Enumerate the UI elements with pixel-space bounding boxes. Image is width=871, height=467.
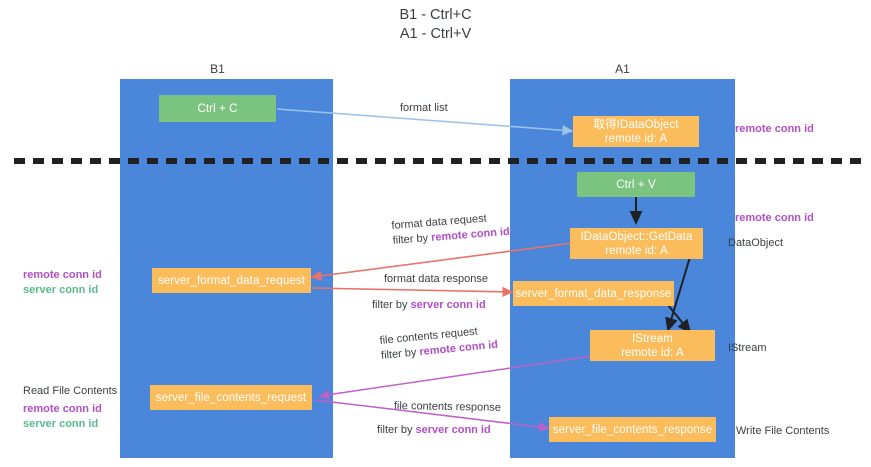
right-note-data-object: DataObject bbox=[728, 237, 784, 249]
node-get-idataobject[interactable]: 取得IDataObject remote id: A bbox=[573, 116, 699, 147]
right-note-remote-conn-id-top: remote conn id bbox=[735, 123, 814, 135]
node-istream[interactable]: IStream remote id: A bbox=[590, 330, 715, 361]
node-server-format-data-response-label: server_format_data_response bbox=[515, 287, 672, 300]
edge-label-format-data-request: format data request filter by remote con… bbox=[391, 210, 510, 249]
lane-header-a1-subtitle: remote bbox=[603, 90, 642, 104]
left-note-server-conn-id-2: server conn id bbox=[23, 418, 99, 430]
arrow-file-contents-request bbox=[318, 355, 593, 400]
lane-header-a1: A1 remote bbox=[546, 48, 699, 118]
edge-label-file-contents-response: file contents response bbox=[394, 399, 501, 416]
left-note-format-data-conn-ids: remote conn id server conn id bbox=[23, 268, 102, 298]
arrow-format-data-response bbox=[311, 286, 514, 297]
node-ctrl-c-label: Ctrl + C bbox=[197, 102, 238, 115]
node-ctrl-c[interactable]: Ctrl + C bbox=[159, 95, 276, 122]
filter-by-prefix: filter by bbox=[392, 231, 432, 247]
node-server-file-contents-response-label: server_file_contents_response bbox=[552, 423, 713, 436]
diagram-title: B1 - Ctrl+C A1 - Ctrl+V bbox=[399, 7, 472, 42]
node-server-format-data-request-label: server_format_data_request bbox=[157, 274, 306, 287]
arrow-response-to-istream bbox=[667, 304, 692, 334]
filter-by-prefix-4: filter by bbox=[377, 424, 416, 436]
left-note-remote-conn-id-2: remote conn id bbox=[23, 403, 102, 415]
node-server-file-contents-request[interactable]: server_file_contents_request bbox=[150, 385, 312, 410]
right-note-istream: IStream bbox=[728, 342, 767, 354]
node-idataobject-getdata-remote-id: remote id: A bbox=[605, 244, 668, 257]
node-server-format-data-request[interactable]: server_format_data_request bbox=[152, 268, 311, 293]
node-idataobject-getdata-label: IDataObject::GetData bbox=[580, 230, 693, 243]
filter-key-server-conn-id: server conn id bbox=[410, 299, 486, 311]
node-idataobject-getdata[interactable]: IDataObject::GetData remote id: A bbox=[570, 228, 703, 259]
node-server-file-contents-response[interactable]: server_file_contents_response bbox=[549, 417, 716, 442]
lane-header-a1-title: A1 bbox=[615, 62, 630, 76]
edge-label-format-data-response: format data response bbox=[384, 272, 488, 287]
node-ctrl-v[interactable]: Ctrl + V bbox=[577, 172, 695, 197]
left-note-read-file-contents: Read File Contents bbox=[23, 384, 117, 399]
node-istream-remote-id: remote id: A bbox=[621, 346, 684, 359]
edge-label-file-contents-response-filter: filter by server conn id bbox=[377, 423, 491, 438]
lane-header-b1-title: B1 bbox=[210, 62, 225, 76]
edge-label-file-contents-response-line1: file contents response bbox=[393, 399, 501, 414]
node-get-idataobject-remote-id: remote id: A bbox=[604, 132, 668, 145]
node-ctrl-v-label: Ctrl + V bbox=[616, 178, 656, 191]
node-istream-label: IStream bbox=[632, 332, 673, 345]
edge-label-format-data-response-filter: filter by server conn id bbox=[372, 298, 486, 313]
left-note-read-file-contents-heading: Read File Contents bbox=[23, 385, 118, 397]
filter-by-prefix-3: filter by bbox=[380, 346, 421, 362]
left-note-remote-conn-id: remote conn id bbox=[23, 269, 102, 281]
node-get-idataobject-label: 取得IDataObject bbox=[593, 118, 679, 131]
right-note-remote-conn-id-mid: remote conn id bbox=[735, 212, 814, 224]
edge-label-format-list: format list bbox=[400, 102, 448, 114]
edge-label-format-data-response-line1: format data response bbox=[384, 273, 488, 285]
node-server-format-data-response[interactable]: server_format_data_response bbox=[513, 281, 674, 306]
edge-label-file-contents-request: file contents request filter by remote c… bbox=[379, 323, 499, 364]
node-server-file-contents-request-label: server_file_contents_request bbox=[155, 391, 307, 404]
filter-key-server-conn-id-2: server conn id bbox=[415, 424, 491, 436]
left-note-file-contents-conn-ids: remote conn id server conn id bbox=[23, 402, 102, 432]
left-note-server-conn-id: server conn id bbox=[23, 284, 99, 296]
right-note-write-file-contents: Write File Contents bbox=[736, 425, 830, 437]
filter-by-prefix-2: filter by bbox=[372, 299, 411, 311]
